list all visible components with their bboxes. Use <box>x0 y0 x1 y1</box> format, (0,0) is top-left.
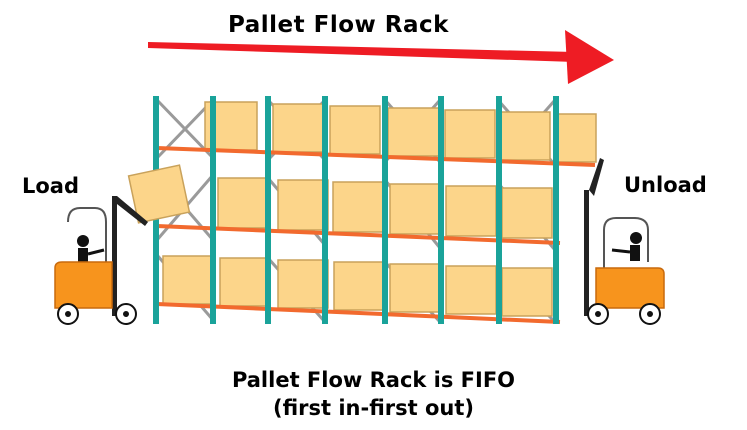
rack <box>153 96 597 324</box>
rack-beams <box>156 146 596 324</box>
caption-line-2: (first in-first out) <box>272 396 475 420</box>
flow-arrow <box>148 30 614 84</box>
loading-pallet <box>127 164 191 224</box>
pallets-bottom <box>162 255 553 317</box>
diagram-title: Pallet Flow Rack <box>228 12 449 38</box>
caption-line-1: Pallet Flow Rack is FIFO <box>231 368 516 392</box>
unload-label: Unload <box>624 173 707 197</box>
load-forklift <box>54 196 148 325</box>
pallets-middle <box>217 177 553 239</box>
load-label: Load <box>22 174 80 198</box>
unload-forklift <box>584 158 665 325</box>
